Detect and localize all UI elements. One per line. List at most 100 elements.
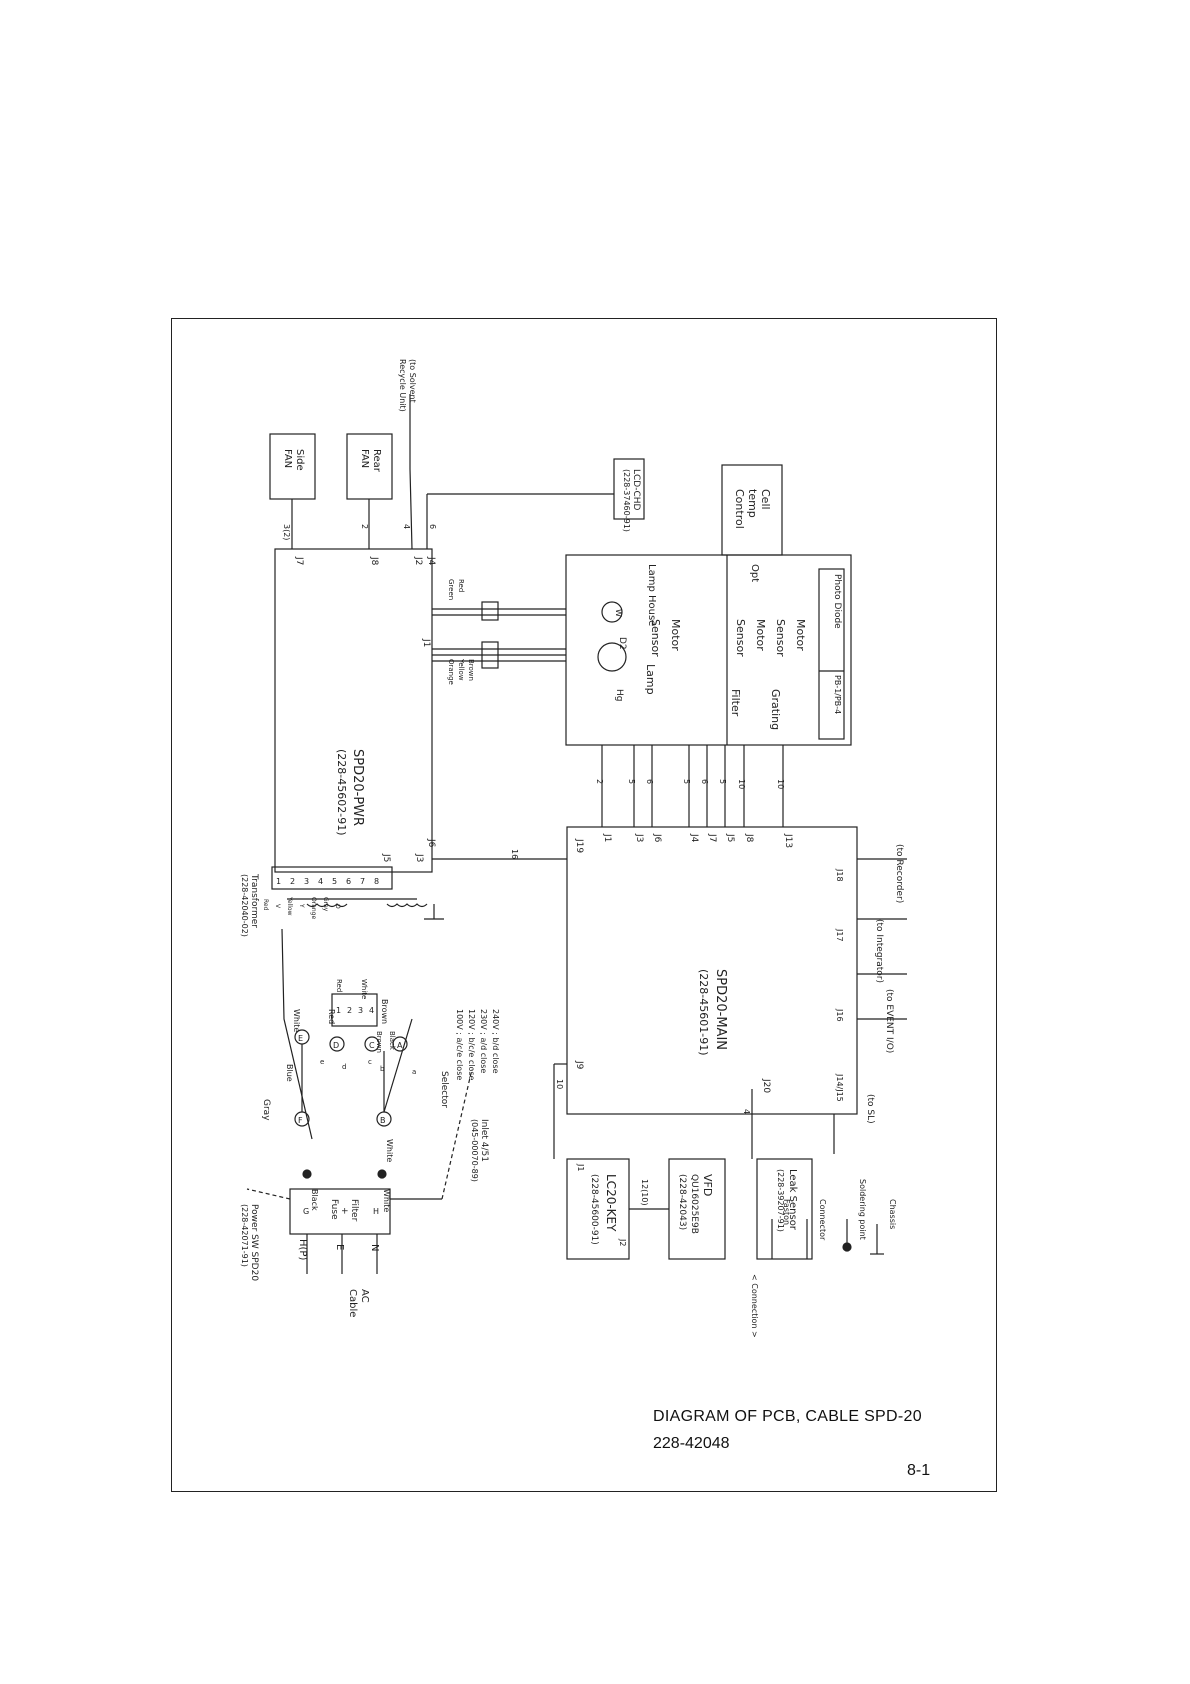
solvent-line1: (to Solvent — [408, 359, 417, 403]
d2-label: D2 — [617, 637, 627, 650]
term-4: 4 — [318, 877, 323, 886]
cable-brown: Brown — [467, 659, 475, 681]
lcd-board-part: (228-37460-91) — [622, 469, 631, 532]
count-key: 10 — [555, 1079, 564, 1089]
transformer-name: Transformer — [249, 873, 259, 928]
pwr-j1: J1 — [421, 638, 431, 647]
contact-a: a — [412, 1068, 416, 1076]
ac-cable-line1: AC — [359, 1289, 370, 1303]
legend-chassis: Chassis — [888, 1199, 897, 1229]
selector-line1: 100V ; a/c/e close — [455, 1009, 464, 1080]
dest-recorder: (to Recorder) — [894, 844, 904, 903]
count-pwr-main: 16 — [510, 849, 519, 859]
count-solvent: 4 — [402, 524, 411, 529]
wire-white1: White — [292, 1009, 301, 1032]
dest-integrator: (to Integrator) — [874, 919, 884, 983]
main-j16: J16 — [835, 1008, 844, 1022]
wire-red: Red — [327, 1009, 336, 1024]
cable-orange: Orange — [447, 659, 455, 685]
term-5: 5 — [332, 877, 337, 886]
photo-diode-label: Photo Diode — [832, 574, 842, 629]
cable-red: Red — [457, 579, 465, 592]
count-side-fan: 3(2) — [282, 524, 291, 540]
term-3: 3 — [304, 877, 309, 886]
filter-box — [289, 1188, 391, 1235]
bridge-red: Red — [335, 979, 343, 992]
key-board-name: LC20-KEY — [604, 1174, 618, 1232]
bridge-white: White — [360, 979, 368, 999]
wire-white3: White — [382, 1189, 391, 1212]
pwr-j3: J3 — [414, 853, 424, 862]
diagram-title: DIAGRAM OF PCB, CABLE SPD-20 — [653, 1408, 922, 1425]
filter-row-3: Motor — [754, 619, 767, 651]
main-j18: J18 — [835, 868, 844, 882]
pwr-j7: J7 — [294, 556, 304, 565]
power-sw-part: (228-42071-91) — [240, 1204, 249, 1267]
pwr-board-name: SPD20-PWR — [350, 749, 365, 826]
count-main-6: 5 — [718, 779, 727, 784]
rear-fan-line2: FAN — [359, 449, 370, 468]
ac-hp: H(P) — [297, 1239, 308, 1260]
bridge-brown: Brown — [375, 1031, 383, 1053]
tcolor-5: Orange — [310, 897, 317, 919]
main-j3: J3 — [634, 833, 644, 842]
contact-d: d — [342, 1063, 346, 1071]
main-j8: J8 — [744, 833, 754, 843]
term-7: 7 — [360, 877, 365, 886]
filter-line1: Filter — [349, 1199, 359, 1222]
bridge-2: 2 — [347, 1006, 352, 1015]
node-e: E — [298, 1034, 303, 1043]
ac-e: E — [334, 1244, 345, 1250]
page-number: 8-1 — [907, 1462, 931, 1479]
bridge-4: 4 — [369, 1006, 374, 1015]
filter-line2: + — [339, 1207, 349, 1215]
legend-faston: Faston — [782, 1199, 791, 1225]
side-fan-line2: FAN — [282, 449, 293, 468]
dest-event: (to EVENT I/O) — [884, 989, 894, 1053]
node-b: B — [380, 1116, 386, 1125]
term-6: 6 — [346, 877, 351, 886]
pb-label: PB-1/PB-4 — [833, 675, 842, 714]
count-main-5: 6 — [700, 779, 709, 784]
lcd-chd-box — [613, 458, 645, 520]
solvent-line2: Recycle Unit) — [398, 359, 407, 412]
inlet-name: Inlet 4/51 — [479, 1119, 489, 1162]
key-j2: J2 — [618, 1238, 627, 1246]
count-key-vfd: 12(10) — [640, 1179, 649, 1206]
dest-sl: (to SL) — [865, 1094, 875, 1124]
count-main-1: 2 — [595, 779, 604, 784]
legend-soldering: Soldering point — [858, 1179, 867, 1240]
cell-line3: Control — [733, 489, 746, 529]
cell-temp-box — [721, 464, 783, 556]
bridge-3: 3 — [358, 1006, 363, 1015]
main-j5: J5 — [725, 833, 735, 842]
bridge-black: Black — [388, 1031, 396, 1051]
main-j13: J13 — [783, 833, 793, 848]
leak-sensor-box — [756, 1158, 813, 1260]
side-fan-line1: Side — [294, 449, 305, 471]
pwr-j2: J2 — [413, 556, 423, 565]
count-lcd: 6 — [428, 524, 437, 529]
filter-line3: Fuse — [329, 1199, 339, 1220]
main-j9: J9 — [574, 1060, 584, 1070]
optics-block — [565, 554, 852, 746]
selector-line2: 120V ; b/c/e close — [467, 1009, 476, 1081]
count-main-2: 5 — [627, 779, 636, 784]
ac-cable-line2: Cable — [347, 1289, 358, 1317]
transformer-part: (228-42040-02) — [240, 874, 249, 937]
lamp-row-2: Sensor — [649, 619, 662, 657]
rear-fan-line1: Rear — [371, 449, 382, 473]
main-j19: J19 — [574, 838, 584, 853]
node-a: A — [397, 1041, 403, 1050]
tcolor-4: Y — [298, 903, 305, 908]
node-h: H — [373, 1207, 379, 1216]
node-d: D — [333, 1041, 339, 1050]
main-j20: J20 — [761, 1078, 771, 1093]
pwr-j6: J6 — [426, 838, 436, 848]
selector-line3: 230V ; a/d close — [479, 1009, 488, 1073]
vfd-name: VFD — [701, 1174, 714, 1196]
main-board-name: SPD20-MAIN — [713, 969, 728, 1050]
node-f: F — [298, 1116, 303, 1125]
count-leak: 4 — [742, 1109, 751, 1114]
count-main-4: 5 — [682, 779, 691, 784]
